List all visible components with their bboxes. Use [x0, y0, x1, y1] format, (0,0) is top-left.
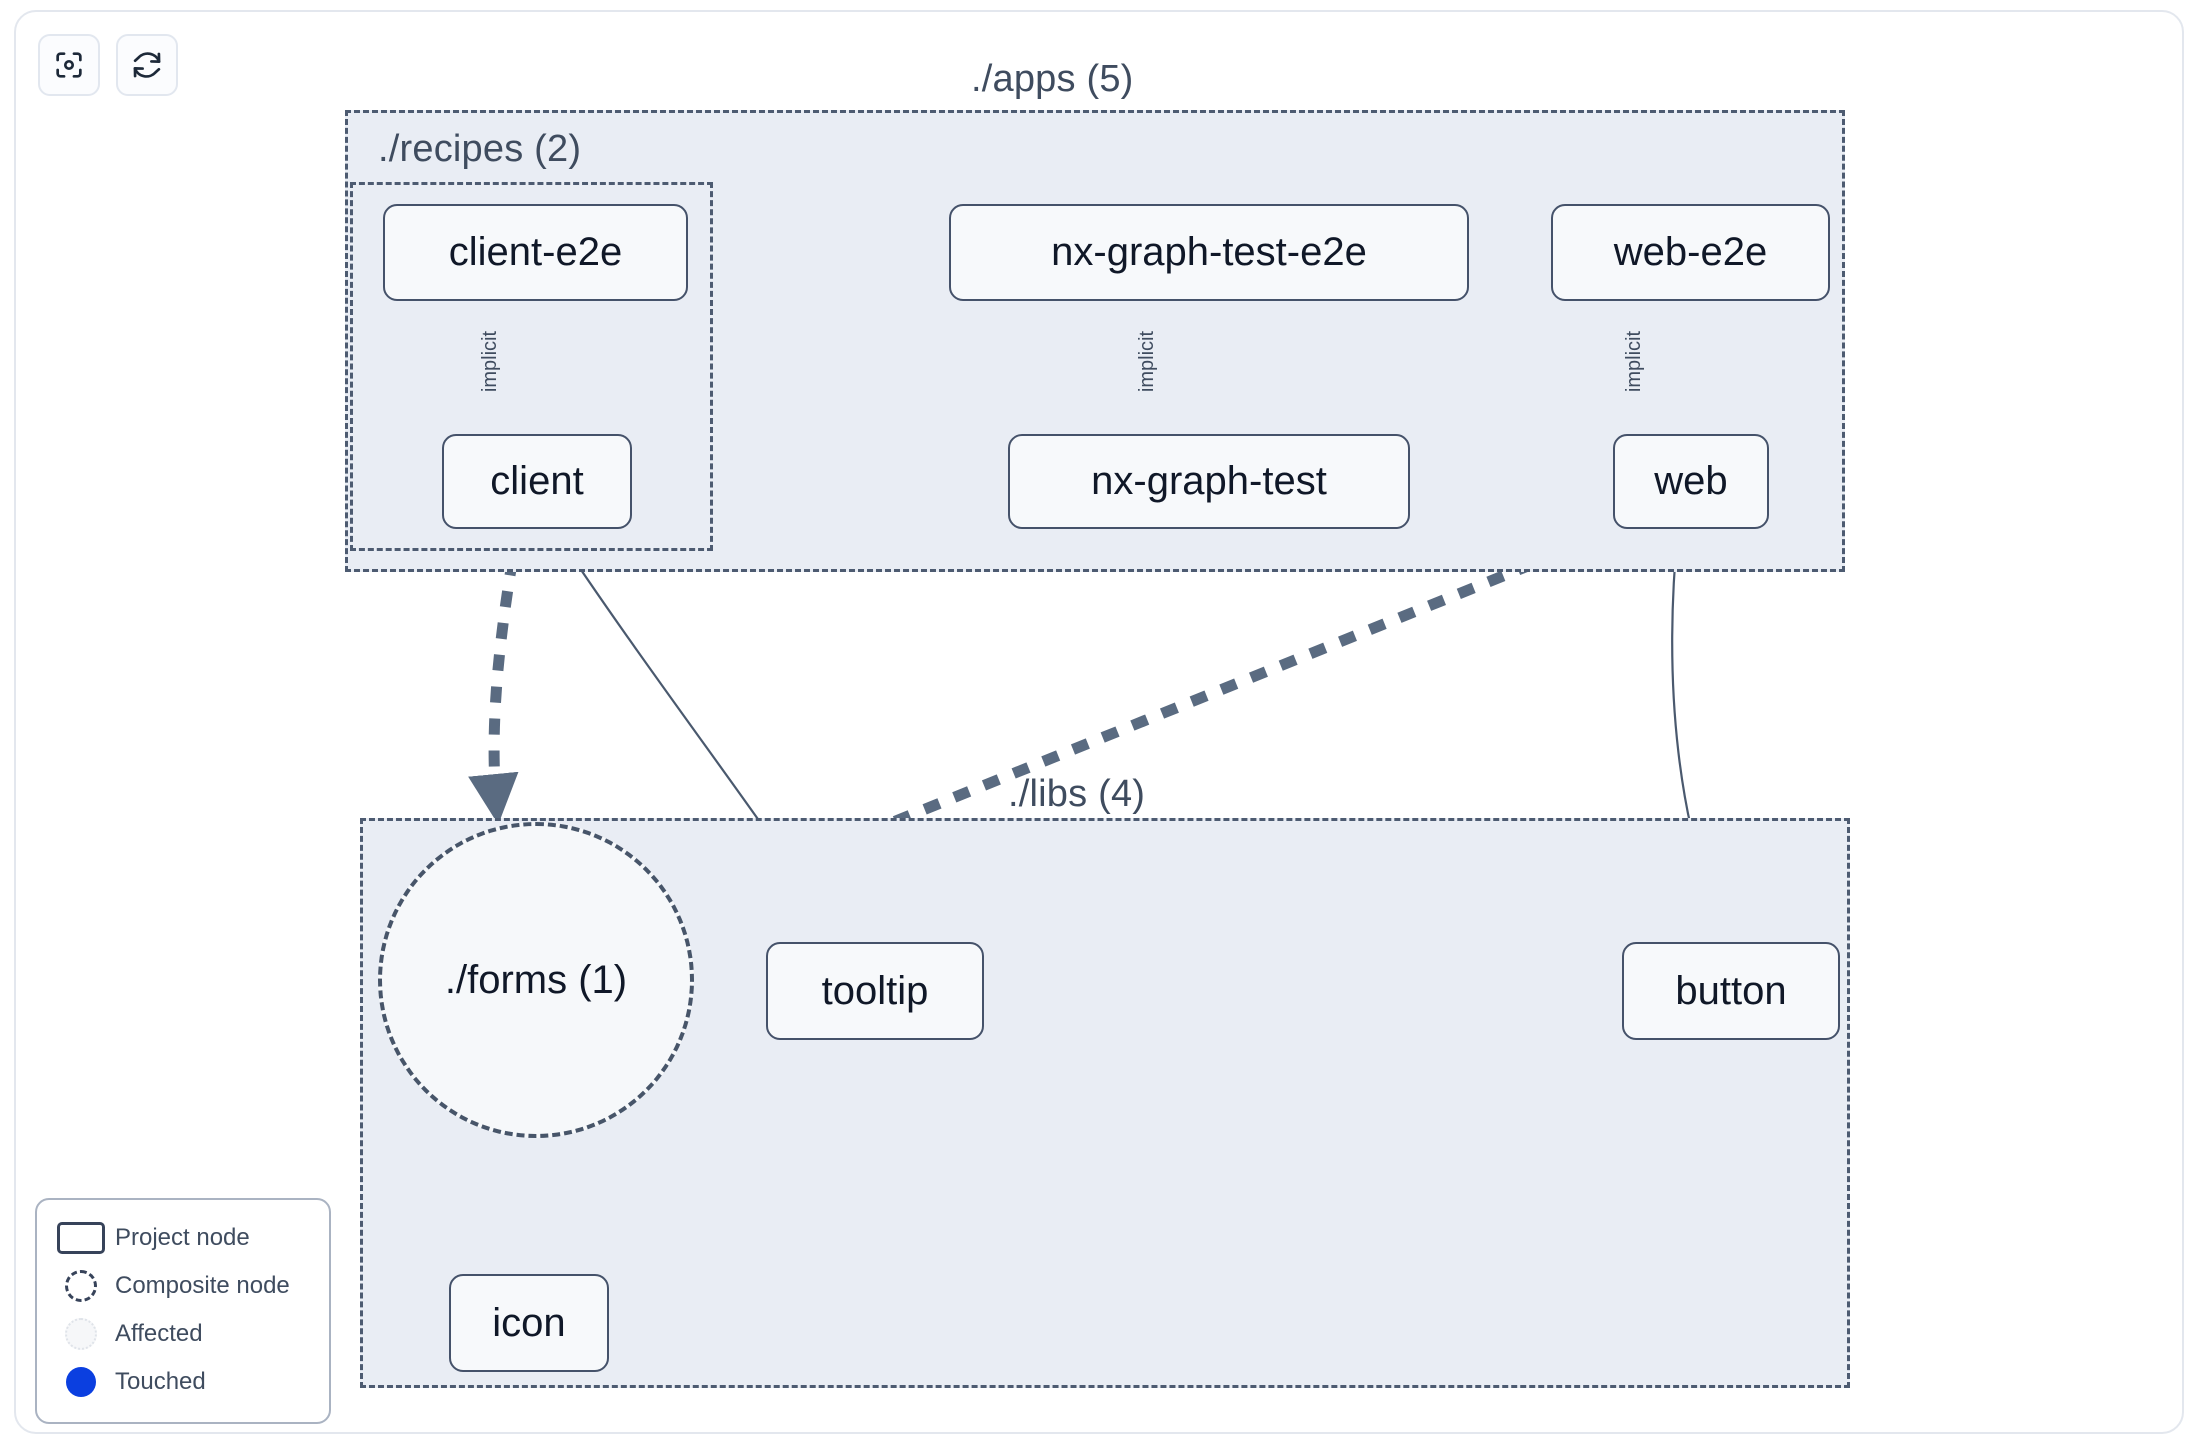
edge-label-client-e2e-client: implicit	[479, 330, 502, 393]
node-nx-graph-test-e2e[interactable]: nx-graph-test-e2e	[949, 204, 1469, 301]
node-client[interactable]: client	[442, 434, 632, 529]
node-button[interactable]: button	[1622, 942, 1840, 1040]
project-node-icon	[53, 1222, 109, 1254]
node-web-e2e[interactable]: web-e2e	[1551, 204, 1830, 301]
node-nx-graph-test[interactable]: nx-graph-test	[1008, 434, 1410, 529]
refresh-graph-button[interactable]	[116, 34, 178, 96]
edge-label-web-e2e-web: implicit	[1623, 330, 1646, 393]
refresh-icon	[130, 48, 164, 82]
node-tooltip[interactable]: tooltip	[766, 942, 984, 1040]
node-web[interactable]: web	[1613, 434, 1769, 529]
group-label-apps: ./apps (5)	[971, 58, 1134, 100]
node-forms-composite[interactable]: ./forms (1)	[378, 822, 694, 1138]
graph-legend: Project node Composite node Affected Tou…	[35, 1198, 331, 1424]
legend-item-project-node: Project node	[53, 1214, 313, 1262]
composite-node-icon	[53, 1270, 109, 1302]
node-client-e2e[interactable]: client-e2e	[383, 204, 688, 301]
legend-item-composite-node: Composite node	[53, 1262, 313, 1310]
graph-toolbar	[38, 34, 178, 96]
legend-label-project-node: Project node	[115, 1224, 250, 1251]
legend-label-touched: Touched	[115, 1368, 206, 1395]
legend-item-affected: Affected	[53, 1310, 313, 1358]
group-label-libs: ./libs (4)	[1008, 773, 1146, 815]
focus-graph-button[interactable]	[38, 34, 100, 96]
focus-target-icon	[52, 48, 86, 82]
legend-label-composite-node: Composite node	[115, 1272, 290, 1299]
legend-item-touched: Touched	[53, 1358, 313, 1406]
legend-label-affected: Affected	[115, 1320, 203, 1347]
group-label-recipes: ./recipes (2)	[378, 128, 582, 170]
affected-node-icon	[53, 1318, 109, 1350]
node-icon[interactable]: icon	[449, 1274, 609, 1372]
edge-label-nx-graph-test-e2e-nx-graph-test: implicit	[1136, 330, 1159, 393]
touched-node-icon	[53, 1367, 109, 1397]
